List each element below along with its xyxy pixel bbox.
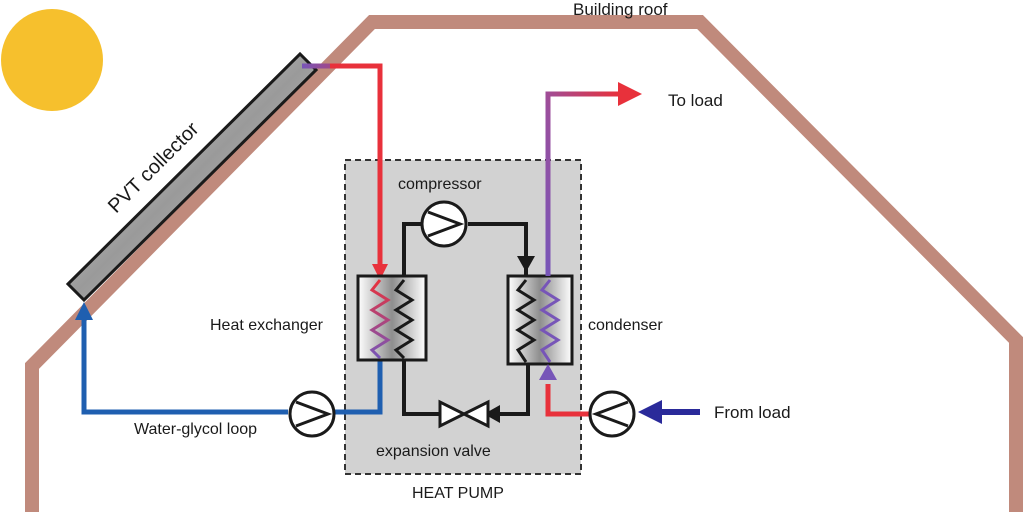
to-load-arrow [618,82,642,106]
expansion-valve-label: expansion valve [376,443,491,460]
valve-outlet-arrow [484,405,500,423]
load-pump-icon [588,390,636,438]
compressor-label: compressor [398,176,482,193]
compressor-icon [420,200,468,248]
condenser-label: condenser [588,317,663,334]
roof-label: Building roof [573,0,668,19]
condenser-inlet-arrow [517,256,535,272]
condenser [506,274,574,366]
from-load-label: From load [714,403,791,422]
refrigerant-circuit [402,222,530,416]
collector-outlet-pipe-red [330,63,383,268]
loop-pump-icon [288,390,336,438]
collector-inlet-arrow [75,302,93,320]
heat-pump-label: HEAT PUMP [412,485,504,502]
sun-icon [1,9,103,111]
roof-outline [25,15,1023,512]
hx-inlet-arrow [372,264,388,280]
from-load-arrow [638,400,662,424]
heat-exchanger-label: Heat exchanger [210,317,324,334]
heat-exchanger [356,274,428,362]
condenser-water-inlet-arrow [539,364,557,380]
water-glycol-loop-pipe [81,318,383,415]
pvt-collector: PVT collector [65,51,319,303]
load-outlet-pipe [545,91,620,276]
expansion-valve-icon [438,399,490,429]
to-load-label: To load [668,91,723,110]
loop-label: Water-glycol loop [134,421,257,438]
